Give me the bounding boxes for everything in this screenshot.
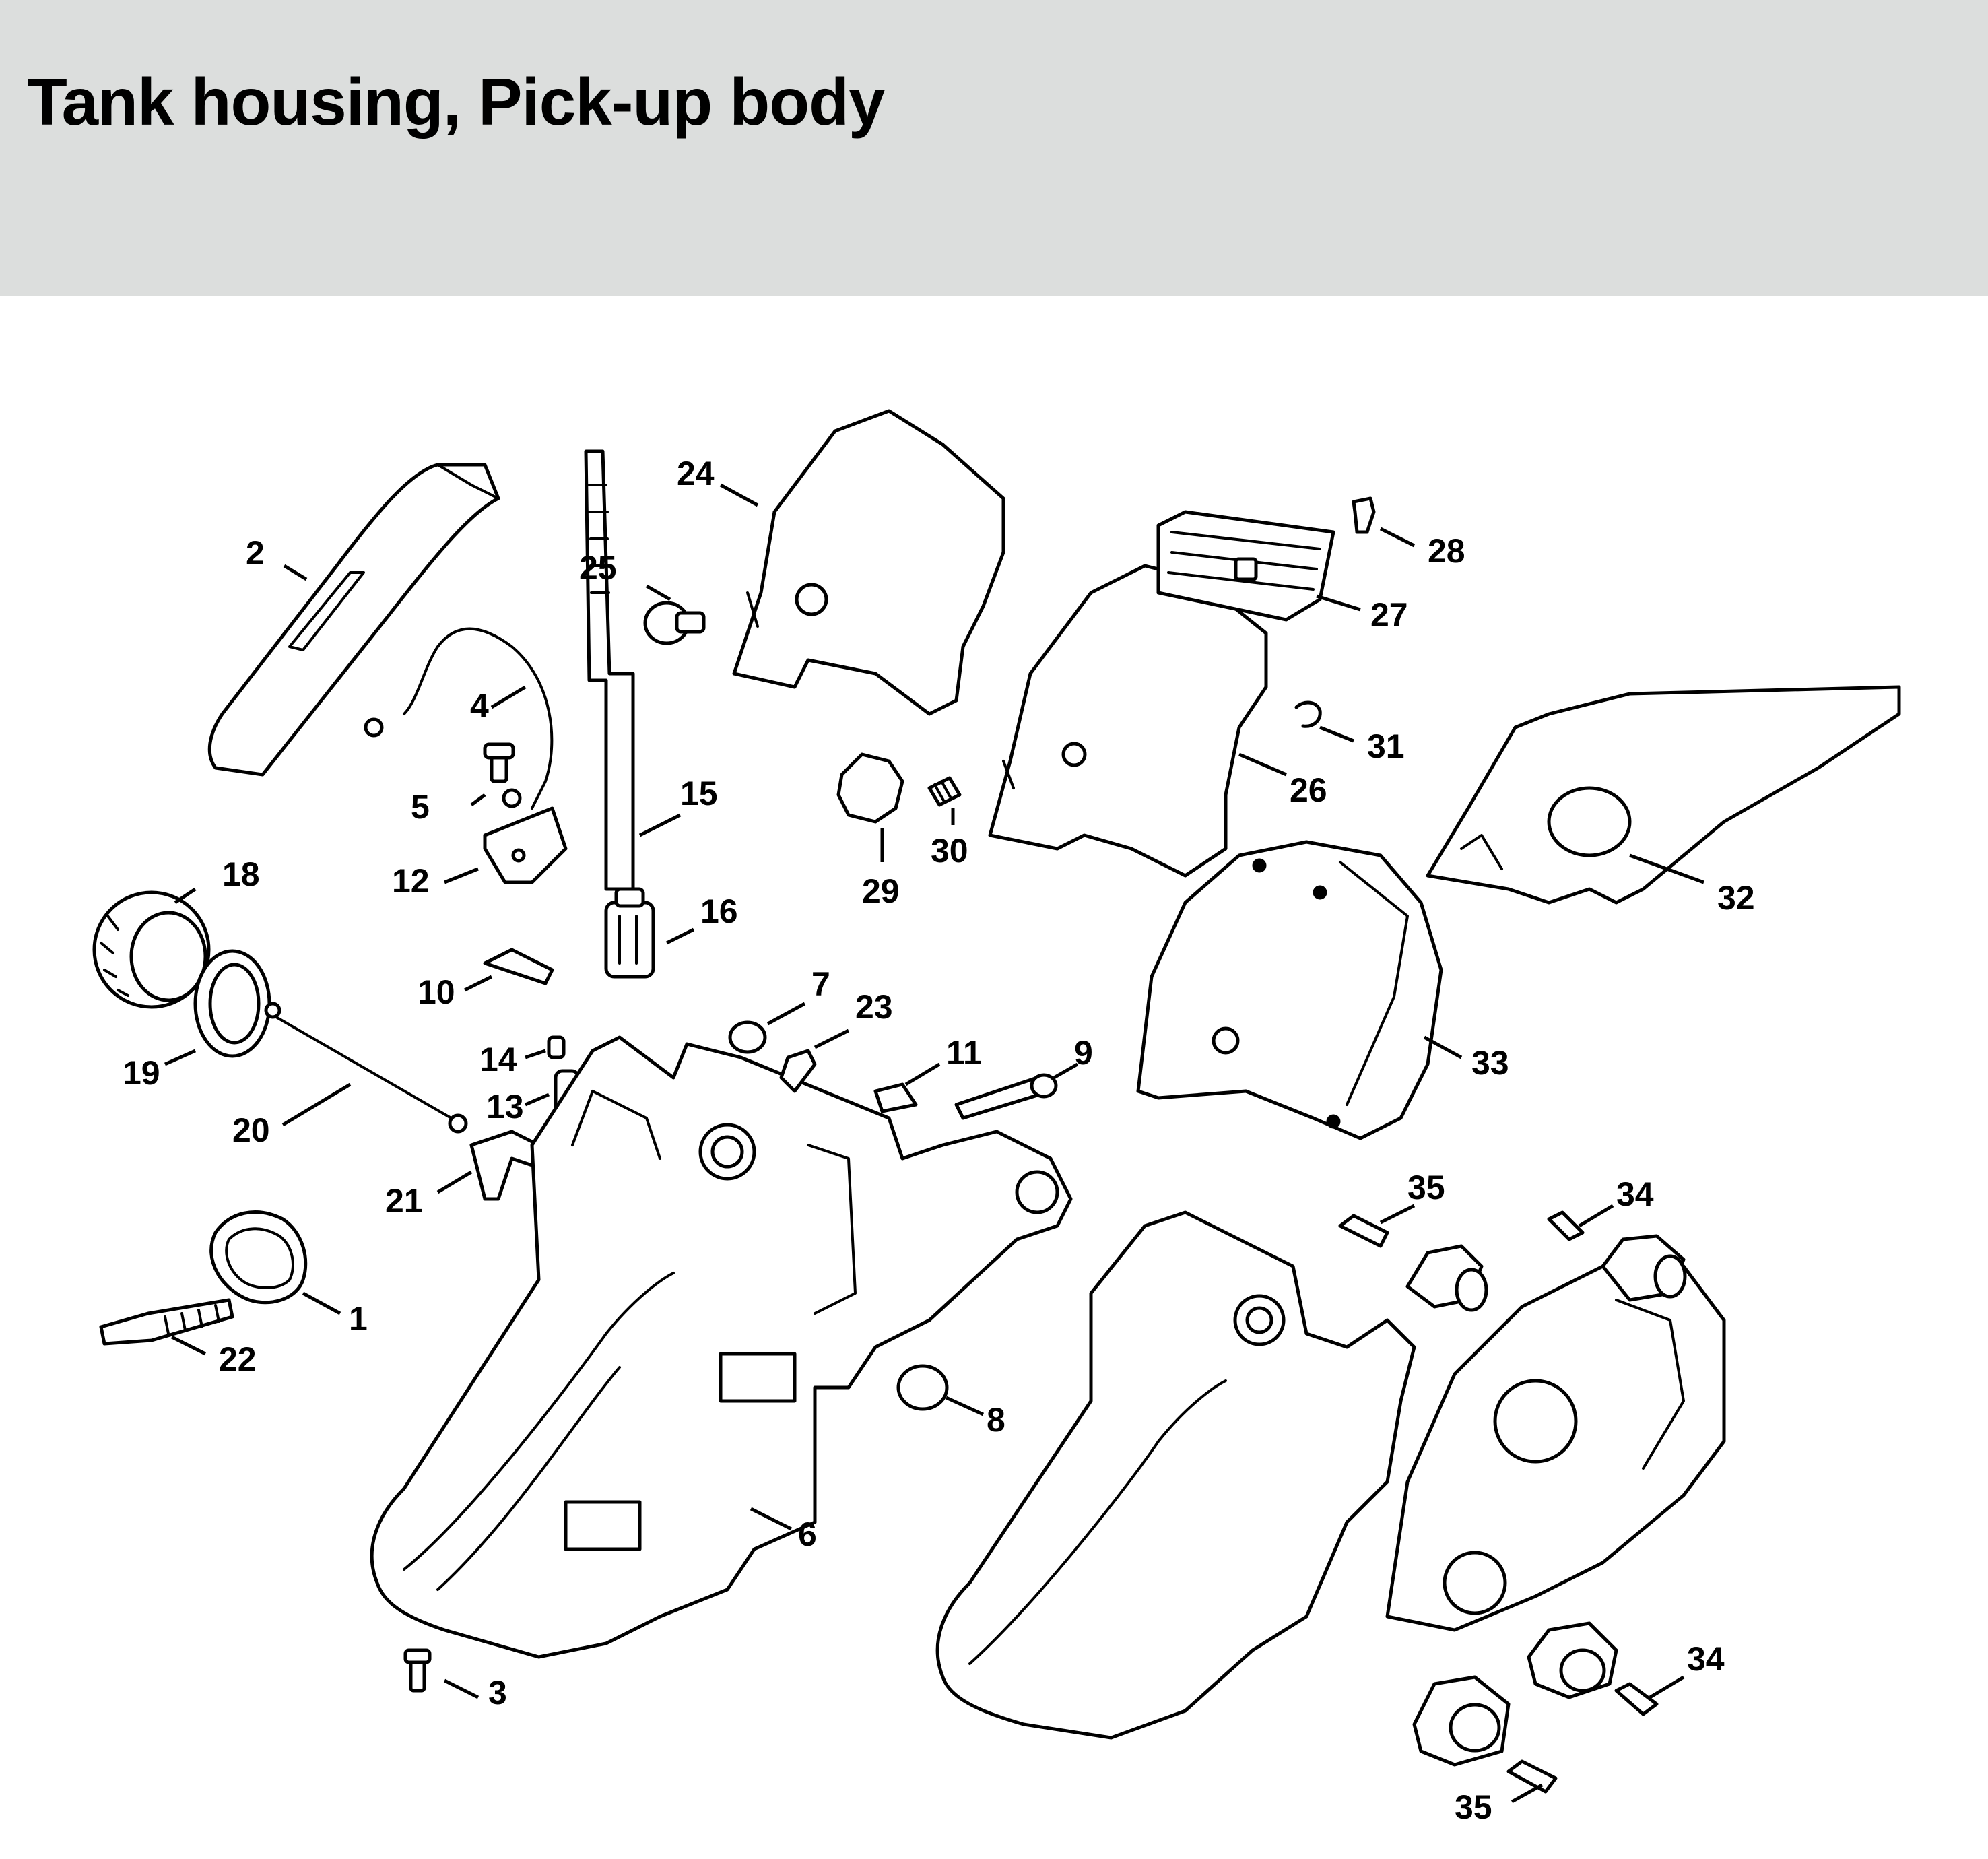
callout-6: 6 (798, 1515, 817, 1553)
part-buffer-upper-right (1601, 1234, 1687, 1302)
callout-20: 20 (232, 1111, 270, 1149)
callout-7: 7 (811, 965, 830, 1003)
title-banner: Tank housing, Pick-up body (0, 0, 1988, 296)
callout-5: 5 (411, 788, 430, 826)
part-buffer-lower-2 (1412, 1675, 1511, 1767)
part-5-screw (483, 742, 515, 783)
callout-16: 16 (700, 892, 738, 930)
callout-3: 3 (488, 1674, 507, 1711)
callout-30: 30 (931, 832, 968, 870)
part-14-pin (547, 1035, 566, 1059)
callout-12: 12 (392, 862, 430, 900)
callout-9: 9 (1074, 1034, 1093, 1072)
part-32-carburetor-cover (1426, 685, 1901, 905)
callout-24: 24 (677, 455, 715, 492)
tank-housing-assembly-right (935, 1210, 1726, 1740)
callout-1: 1 (349, 1300, 368, 1338)
callout-34-lower: 34 (1687, 1640, 1725, 1678)
part-buffer-upper-left (1405, 1244, 1488, 1312)
part-35-screw-lower (1506, 1759, 1558, 1794)
part-7-grommet (728, 1020, 767, 1054)
callout-27: 27 (1370, 596, 1408, 634)
part-2-handle-cover (207, 463, 500, 777)
part-29-knob (836, 752, 904, 824)
part-34-screw-lower (1614, 1682, 1659, 1716)
callout-18: 18 (222, 855, 260, 893)
part-34-screw-upper (1547, 1210, 1585, 1241)
callout-21: 21 (385, 1182, 423, 1220)
part-25-knob (643, 601, 706, 645)
callout-13: 13 (486, 1088, 524, 1126)
part-1-gasket (209, 1210, 308, 1305)
part-19-seal-ring (193, 949, 271, 1058)
part-12-bracket (483, 806, 568, 884)
part-31-clip (1294, 700, 1322, 728)
callout-11: 11 (946, 1034, 982, 1072)
part-3-screw (403, 1648, 432, 1693)
callout-33: 33 (1471, 1044, 1509, 1082)
callout-2: 2 (246, 534, 265, 572)
part-22-bolt (99, 1298, 234, 1346)
callout-14: 14 (479, 1041, 517, 1078)
part-4-ground-wire (364, 627, 554, 810)
part-30-spring (927, 776, 962, 807)
part-35-screw-upper (1338, 1214, 1389, 1248)
callout-28: 28 (1428, 532, 1465, 570)
callout-15: 15 (680, 775, 718, 812)
callout-4: 4 (470, 687, 489, 725)
part-16-fuel-filter (604, 887, 655, 979)
callout-34-upper: 34 (1616, 1175, 1654, 1213)
callout-23: 23 (855, 988, 893, 1026)
part-26-shroud (988, 564, 1268, 878)
callout-35-lower: 35 (1455, 1788, 1492, 1826)
part-24-shroud (732, 409, 1005, 716)
part-buffer-lower-1 (1527, 1621, 1618, 1699)
callout-22: 22 (219, 1340, 257, 1378)
part-9-bolt (954, 1073, 1058, 1120)
leader-lines (164, 483, 1704, 1804)
callout-25: 25 (579, 549, 617, 587)
callout-29: 29 (862, 872, 900, 910)
part-8-plug (896, 1364, 949, 1411)
part-23-screw (779, 1049, 817, 1093)
callout-26: 26 (1290, 771, 1327, 809)
callout-35-upper: 35 (1407, 1169, 1445, 1206)
callout-labels: 2 4 5 12 15 16 18 19 20 21 10 14 13 1 22… (123, 455, 1755, 1826)
callout-10: 10 (418, 973, 455, 1011)
part-33-shroud (1136, 840, 1443, 1140)
part-20-rod (264, 1002, 468, 1134)
part-15-pickup-hose (584, 449, 635, 891)
callout-32: 32 (1717, 879, 1755, 917)
callout-8: 8 (987, 1401, 1005, 1439)
part-11-screw (873, 1082, 918, 1113)
part-6-tank-housing (370, 1035, 1073, 1659)
callout-31: 31 (1367, 727, 1405, 765)
callout-19: 19 (123, 1054, 160, 1092)
part-18-tank-cap (92, 890, 211, 1009)
page-title: Tank housing, Pick-up body (27, 65, 885, 139)
part-27-air-grille (1156, 510, 1335, 622)
part-10-screw (483, 948, 554, 985)
part-28-screw (1352, 496, 1376, 534)
